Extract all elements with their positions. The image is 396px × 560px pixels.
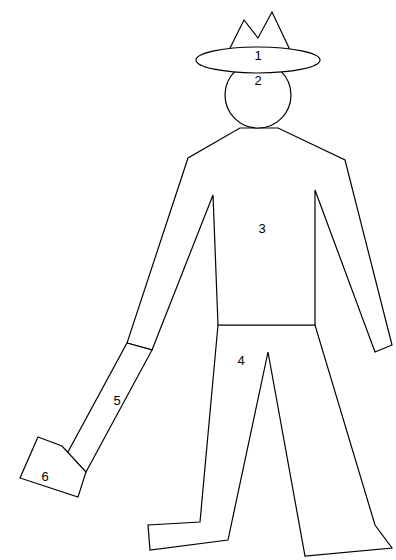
torso-shape: 3 [125,126,394,354]
handle-shape: 5 [60,341,154,474]
hat-shape: 1 [194,8,324,76]
torso-shape-outline [125,126,394,354]
callout-number: 2 [254,74,261,87]
callout-number: 4 [237,354,244,367]
callout-number: 6 [41,470,48,483]
hat-shape-outline [194,8,324,76]
blade-shape: 6 [18,435,88,499]
blade-shape-outline [18,435,88,499]
callout-number: 1 [254,49,261,62]
legs-shape-outline [146,323,394,558]
legs-shape: 4 [146,323,394,558]
callout-number: 3 [258,222,265,235]
callout-number: 5 [113,394,120,407]
handle-shape-outline [60,341,154,474]
